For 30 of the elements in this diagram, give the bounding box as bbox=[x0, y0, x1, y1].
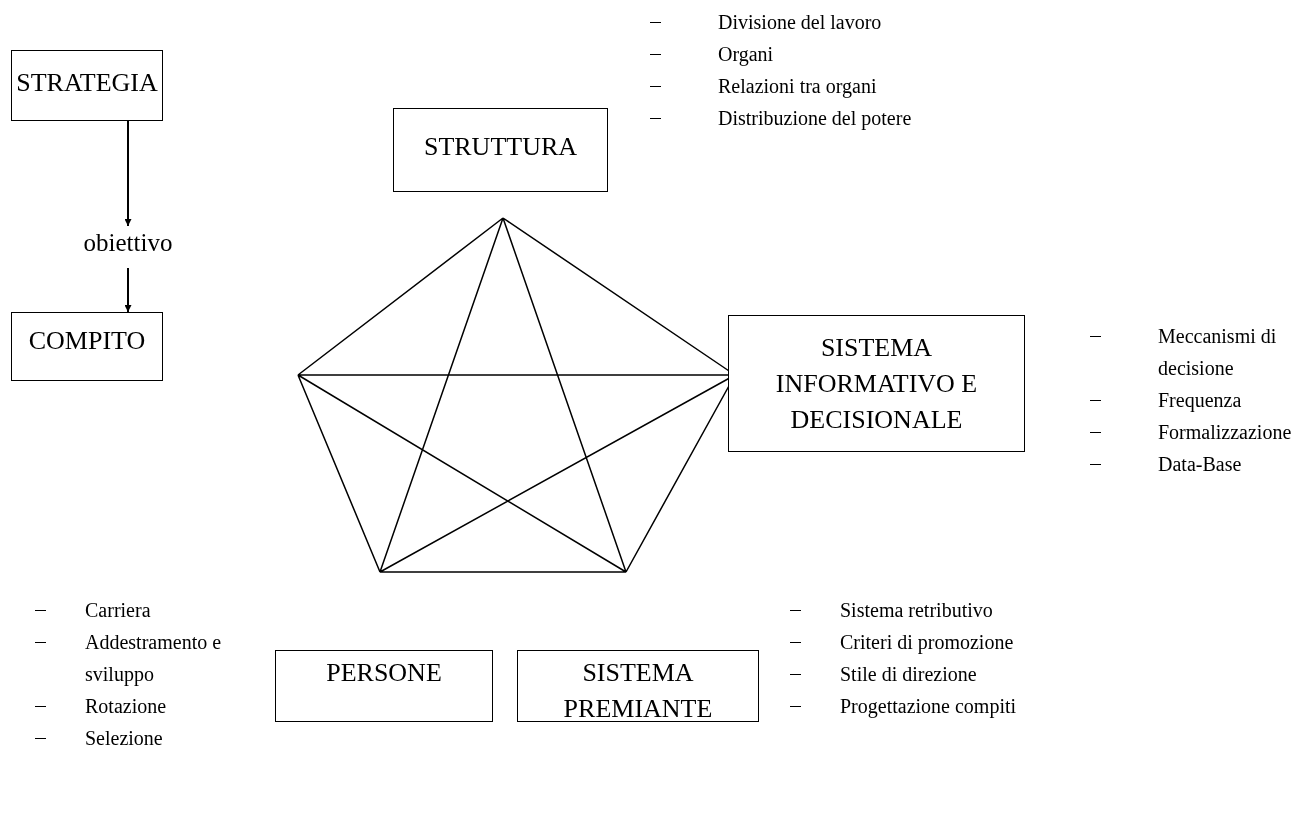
process-box bbox=[275, 650, 493, 722]
arrow bbox=[124, 120, 132, 227]
box-label: SISTEMA INFORMATIVO E DECISIONALE bbox=[774, 332, 979, 436]
list-item: Carriera bbox=[85, 598, 151, 623]
process-box bbox=[517, 650, 759, 722]
list-item: Sistema retributivo bbox=[840, 598, 993, 623]
list-item: Distribuzione del potere bbox=[718, 106, 912, 132]
process-box bbox=[11, 312, 163, 381]
box-label: STRUTTURA bbox=[423, 131, 578, 163]
list-item: Rotazione bbox=[85, 694, 167, 719]
arrow bbox=[124, 267, 132, 313]
process-box bbox=[393, 108, 608, 192]
list-item: Divisione del lavoro bbox=[718, 10, 882, 35]
list-item: Data-Base bbox=[1158, 452, 1242, 477]
list-item: Formalizzazione bbox=[1158, 420, 1292, 445]
list-item: Frequenza bbox=[1158, 388, 1242, 414]
list-item: Criteri di promozione bbox=[840, 630, 1014, 656]
box-label: SISTEMA PREMIANTE bbox=[562, 657, 714, 725]
box-label: STRATEGIA bbox=[16, 67, 158, 99]
list-item: Selezione bbox=[85, 726, 163, 751]
list-item: Stile di direzione bbox=[840, 662, 977, 687]
list-item: Addestramento e sviluppo bbox=[85, 630, 223, 688]
list-item: Progettazione compiti bbox=[840, 694, 1017, 720]
box-label: PERSONE bbox=[326, 657, 442, 689]
box-label: COMPITO bbox=[28, 325, 146, 357]
process-box bbox=[728, 315, 1025, 452]
list-item: Organi bbox=[718, 42, 774, 68]
list-item: Meccanismi di decisione bbox=[1158, 324, 1278, 381]
process-box bbox=[11, 50, 163, 121]
list-item: Relazioni tra organi bbox=[718, 74, 877, 100]
